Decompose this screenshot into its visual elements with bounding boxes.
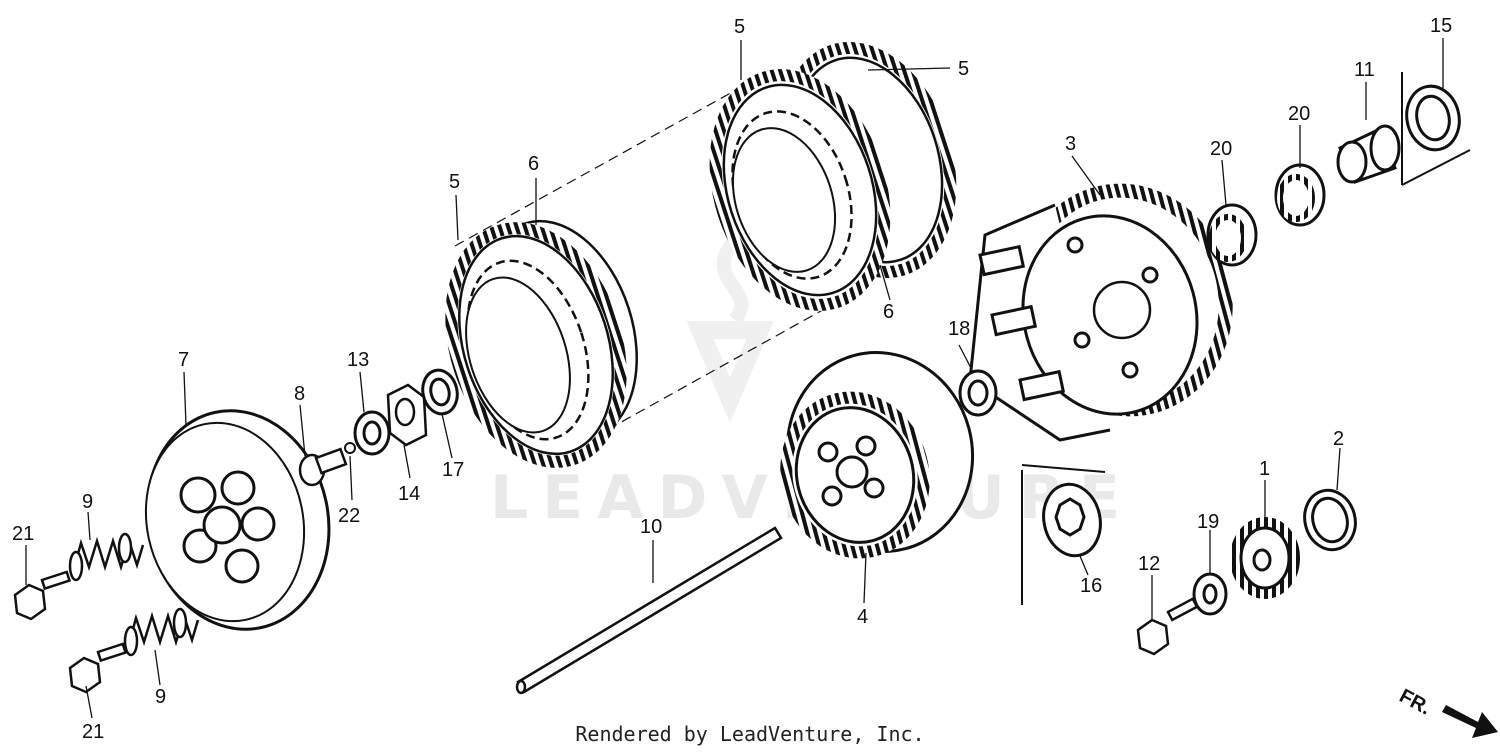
part-11-collar [1336, 124, 1401, 184]
part-10-lifter-rod [515, 526, 783, 695]
callout-16: 16 [1080, 575, 1102, 597]
callout-14: 14 [398, 483, 420, 505]
part-19-washer [1192, 572, 1228, 616]
bracket-15 [1401, 72, 1471, 186]
part-8-lifter-piece [298, 447, 348, 487]
callout-11: 11 [1354, 59, 1375, 81]
callout-5-top: 5 [734, 16, 745, 38]
callout-7: 7 [178, 349, 189, 371]
callout-20-right: 20 [1288, 103, 1310, 125]
callout-12: 12 [1138, 553, 1160, 575]
part-20-bearing-b [1274, 163, 1326, 227]
callout-10: 10 [640, 516, 662, 538]
watermark-logo [686, 235, 774, 423]
callout-5-left: 5 [449, 171, 460, 193]
bracket-16 [1021, 464, 1106, 605]
part-9-spring-lower [123, 607, 200, 657]
fr-label: FR. [1396, 685, 1435, 720]
part-13-bearing [353, 410, 391, 456]
part-18-washer [958, 369, 998, 417]
part-15-thrust-washer [1405, 84, 1461, 152]
callout-21-lower: 21 [82, 721, 104, 743]
callout-17: 17 [442, 459, 464, 481]
callout-15: 15 [1430, 15, 1452, 37]
callout-18: 18 [948, 318, 970, 340]
callout-labels: 5 5 5 6 6 3 11 15 20 20 7 8 13 14 17 22 … [12, 15, 1452, 743]
part-16-lock-washer [1042, 482, 1102, 558]
callout-1: 1 [1259, 458, 1270, 480]
part-9-spring-upper [68, 532, 145, 582]
part-20-bearing-a [1206, 203, 1258, 267]
part-2-collar [1303, 488, 1357, 552]
callout-9-lower: 9 [155, 686, 166, 708]
callout-8: 8 [294, 383, 305, 405]
part-22-ball [344, 442, 356, 454]
part-14-lifter-plate [386, 383, 428, 447]
part-7-pressure-plate [144, 409, 331, 631]
clutch-pack-rear [709, 42, 957, 311]
part-21-bolt-lower [68, 642, 128, 694]
callout-6-front: 6 [528, 153, 539, 175]
part-17-washer [421, 368, 459, 416]
alignment-lines [454, 84, 856, 446]
clutch-pack-front [445, 219, 638, 468]
callout-5-right: 5 [958, 58, 969, 80]
callout-20-left: 20 [1210, 138, 1232, 160]
callout-9-upper: 9 [82, 491, 93, 513]
part-12-bolt [1136, 597, 1199, 656]
callout-4: 4 [857, 606, 868, 628]
callout-19: 19 [1197, 511, 1219, 533]
callout-22: 22 [338, 505, 360, 527]
part-4-clutch-center [780, 351, 975, 559]
part-3-clutch-outer [968, 183, 1233, 442]
callout-6-rear: 6 [883, 301, 894, 323]
footer-credit: Rendered by LeadVenture, Inc. [575, 722, 925, 746]
part-1-gear [1230, 517, 1300, 599]
callout-2: 2 [1333, 428, 1344, 450]
callout-3: 3 [1065, 133, 1076, 155]
callout-13: 13 [347, 349, 369, 371]
part-21-bolt-upper [13, 570, 72, 621]
callout-21-upper: 21 [12, 523, 34, 545]
leader-lines [25, 38, 1444, 719]
fr-arrow-icon [1442, 705, 1498, 738]
